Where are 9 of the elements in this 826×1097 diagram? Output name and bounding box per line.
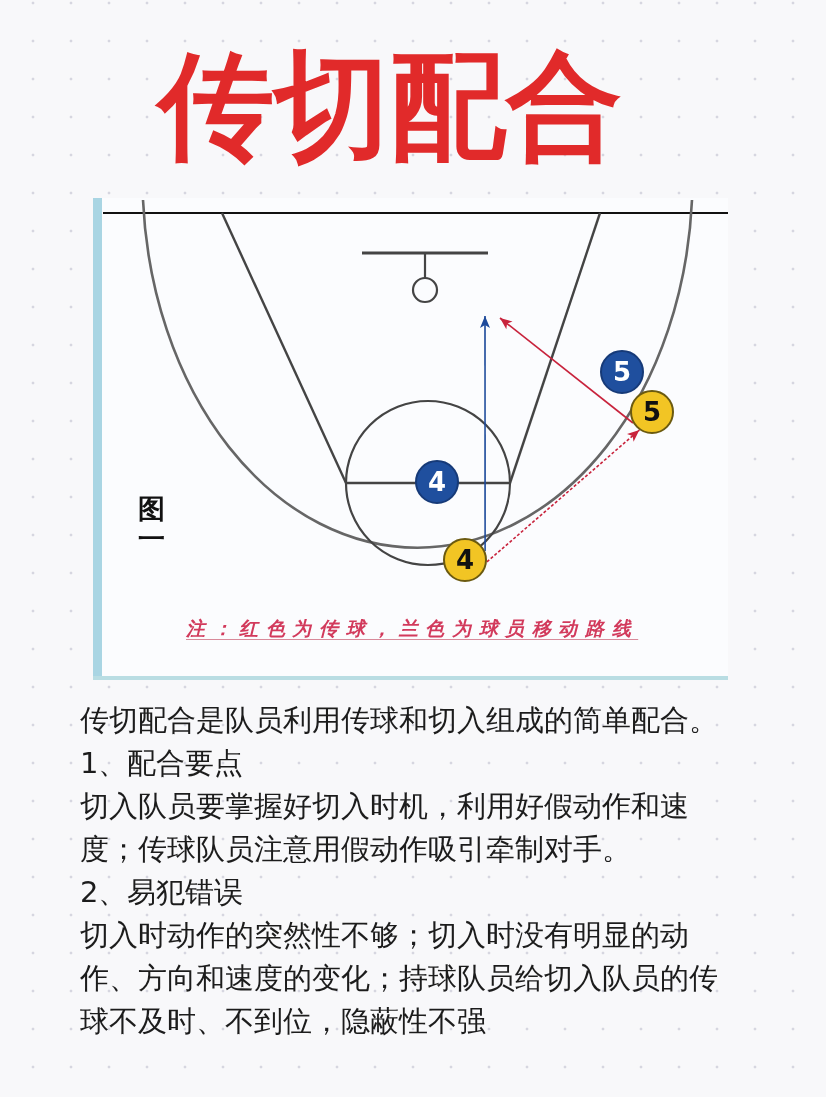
paragraph: 切入队员要掌握好切入时机，利用好假动作和速度；传球队员注意用假动作吸引牵制对手。 (80, 788, 690, 868)
section-heading: 1、配合要点 (80, 745, 245, 782)
intro-paragraph: 传切配合是队员利用传球和切入组成的简单配合。 (80, 702, 719, 739)
arrow (499, 317, 634, 424)
section-heading: 2、易犯错误 (80, 874, 245, 911)
note-text: 注：红色为传球，兰色为球员移动路线 (186, 616, 639, 641)
arrow (486, 429, 641, 563)
paragraph: 切入时动作的突然性不够；切入时没有明显的动作、方向和速度的变化；持球队员给切入队员的传球不及时、不到位，隐蔽性不强 (80, 917, 719, 1040)
figure-label: 图一 (138, 494, 165, 554)
